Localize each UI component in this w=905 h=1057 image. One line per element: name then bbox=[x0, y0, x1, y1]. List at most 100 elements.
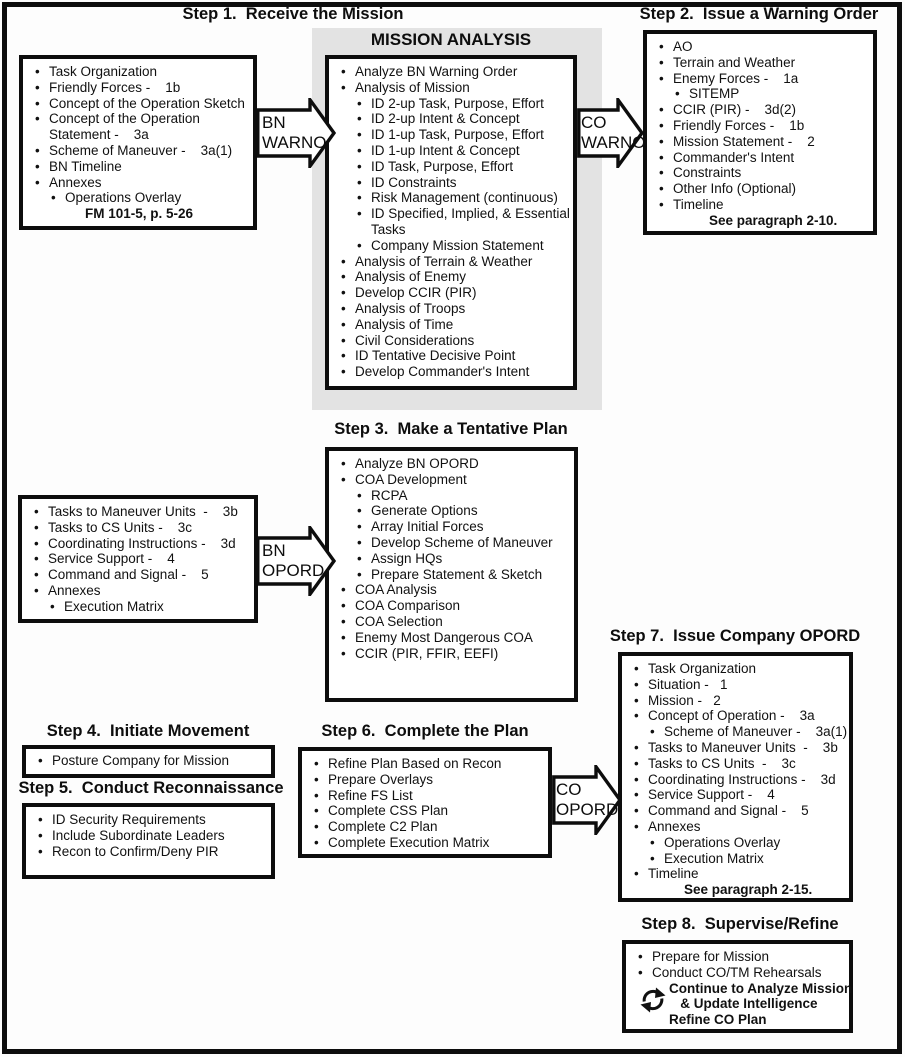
bullet-icon: • bbox=[314, 787, 319, 803]
bullet-icon: • bbox=[35, 142, 40, 158]
mission-analysis-title: MISSION ANALYSIS bbox=[370, 30, 532, 49]
bullet-icon: • bbox=[357, 487, 362, 503]
bullet-icon: • bbox=[341, 316, 346, 332]
list-item: •Timeline bbox=[653, 197, 871, 213]
list-item-text: ID 1-up Intent & Concept bbox=[371, 142, 520, 158]
list-item-text: Mission - 2 bbox=[648, 692, 721, 708]
bullet-icon: • bbox=[357, 190, 362, 206]
bullet-icon: • bbox=[638, 949, 643, 964]
bullet-icon: • bbox=[659, 165, 664, 181]
bullet-icon: • bbox=[634, 676, 639, 692]
list-item: •Company Mission Statement bbox=[335, 238, 571, 254]
list-item: •ID 1-up Intent & Concept bbox=[335, 143, 571, 159]
list-item: •Tasks to Maneuver Units - 3b bbox=[628, 740, 847, 756]
bullet-icon: • bbox=[634, 787, 639, 803]
bullet-icon: • bbox=[634, 771, 639, 787]
bullet-icon: • bbox=[357, 174, 362, 190]
list-item-text: Annexes bbox=[648, 818, 701, 834]
step4-box: •Posture Company for Mission bbox=[22, 745, 275, 778]
list-item-text: Develop Scheme of Maneuver bbox=[371, 534, 553, 550]
list-item: •ID 2-up Intent & Concept bbox=[335, 111, 571, 127]
bullet-icon: • bbox=[38, 827, 43, 843]
list-item: See paragraph 2-15. bbox=[628, 882, 847, 898]
bullet-icon: • bbox=[357, 111, 362, 127]
list-item: •Annexes bbox=[29, 175, 251, 191]
list-item: •Analysis of Enemy bbox=[335, 269, 571, 285]
list-item-text: RCPA bbox=[371, 487, 408, 503]
list-item: •Enemy Forces - 1a bbox=[653, 71, 871, 87]
mission-analysis-box: •Analyze BN Warning Order•Analysis of Mi… bbox=[325, 55, 577, 390]
list-item: •Terrain and Weather bbox=[653, 55, 871, 71]
step2-box: •AO•Terrain and Weather•Enemy Forces - 1… bbox=[643, 30, 877, 235]
list-item-text: SITEMP bbox=[689, 86, 740, 102]
bullet-icon: • bbox=[34, 551, 39, 567]
step4-title: Step 4. Initiate Movement bbox=[46, 722, 250, 740]
list-item: •Complete Execution Matrix bbox=[308, 835, 546, 851]
list-item-text: BN Timeline bbox=[49, 158, 122, 174]
arrow-shape bbox=[552, 765, 622, 835]
list-item-text: Complete C2 Plan bbox=[328, 819, 438, 835]
list-item-text: Analysis of Mission bbox=[355, 79, 470, 95]
list-item: •Complete CSS Plan bbox=[308, 803, 546, 819]
list-item-text: Prepare Overlays bbox=[328, 771, 434, 787]
list-item: See paragraph 2-10. bbox=[653, 213, 871, 229]
list-item-text: Annexes bbox=[48, 582, 101, 598]
step2-title: Step 2. Issue a Warning Order bbox=[639, 5, 879, 23]
list-item: •Other Info (Optional) bbox=[653, 181, 871, 197]
bullet-icon: • bbox=[357, 127, 362, 143]
list-item: •Generate Options bbox=[335, 503, 572, 519]
list-item: •Mission Statement - 2 bbox=[653, 134, 871, 150]
list-item: •Array Initial Forces bbox=[335, 519, 572, 535]
step6-title: Step 6. Complete the Plan bbox=[321, 722, 529, 740]
list-item: •Develop CCIR (PIR) bbox=[335, 285, 571, 301]
list-item: •COA Comparison bbox=[335, 598, 572, 614]
bullet-icon: • bbox=[50, 598, 55, 614]
list-item: •Mission - 2 bbox=[628, 693, 847, 709]
bullet-icon: • bbox=[357, 158, 362, 174]
bullet-icon: • bbox=[659, 149, 664, 165]
list-item-text: Operations Overlay bbox=[664, 834, 781, 850]
bullet-icon: • bbox=[34, 535, 39, 551]
list-item-text: Execution Matrix bbox=[664, 850, 764, 866]
bullet-icon: • bbox=[341, 332, 346, 348]
list-item: •Operations Overlay bbox=[29, 190, 251, 206]
bullet-icon: • bbox=[341, 613, 346, 629]
bullet-icon: • bbox=[634, 803, 639, 819]
bullet-icon: • bbox=[341, 598, 346, 614]
list-item-text: Civil Considerations bbox=[355, 332, 475, 348]
list-item: •CCIR (PIR, FFIR, EEFI) bbox=[335, 646, 572, 662]
list-item: •AO bbox=[653, 39, 871, 55]
list-item-text: FM 101-5, p. 5-26 bbox=[85, 206, 194, 222]
bullet-icon: • bbox=[357, 534, 362, 550]
list-item-text: Scheme of Maneuver - 3a(1) bbox=[664, 724, 848, 740]
list-item-text: Recon to Confirm/Deny PIR bbox=[52, 843, 219, 859]
list-item-text: COA Selection bbox=[355, 613, 443, 629]
list-item-text: Coordinating Instructions - 3d bbox=[648, 771, 836, 787]
list-item: FM 101-5, p. 5-26 bbox=[29, 206, 251, 222]
list-item-text: Complete CSS Plan bbox=[328, 803, 449, 819]
list-item-text: Conduct CO/TM Rehearsals bbox=[652, 964, 822, 980]
list-item-text: Terrain and Weather bbox=[673, 54, 796, 70]
bullet-icon: • bbox=[634, 818, 639, 834]
list-item-text: Refine Plan Based on Recon bbox=[328, 756, 502, 771]
bullet-icon: • bbox=[314, 756, 319, 771]
bullet-icon: • bbox=[634, 739, 639, 755]
supervise-cycle-row: Continue to Analyze Mission & Update Int… bbox=[632, 981, 852, 1028]
bullet-icon: • bbox=[51, 190, 56, 206]
list-item-text: Concept of the Operation Sketch bbox=[49, 95, 245, 111]
list-item: •Service Support - 4 bbox=[28, 551, 252, 567]
list-item: •Execution Matrix bbox=[28, 599, 252, 615]
list-item: •COA Analysis bbox=[335, 582, 572, 598]
bullet-icon: • bbox=[35, 174, 40, 190]
list-item: •Constraints bbox=[653, 165, 871, 181]
list-item: •Command and Signal - 5 bbox=[28, 567, 252, 583]
cycle-arrows-icon bbox=[640, 986, 666, 1019]
bullet-icon: • bbox=[357, 503, 362, 519]
list-item: •Timeline bbox=[628, 866, 847, 882]
step7-box: •Task Organization•Situation - 1•Mission… bbox=[618, 652, 853, 902]
list-item-text: Analysis of Enemy bbox=[355, 269, 467, 285]
bullet-icon: • bbox=[659, 39, 664, 54]
